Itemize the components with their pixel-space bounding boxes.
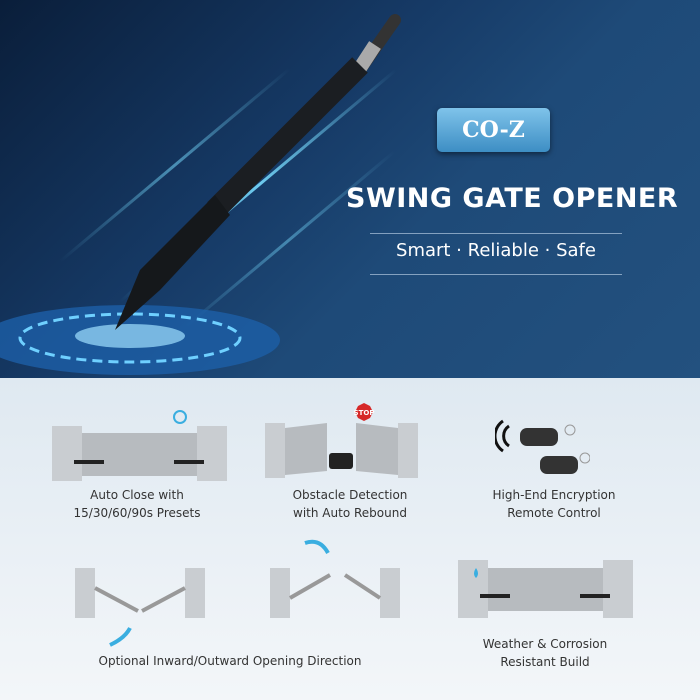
remote-icon <box>495 419 590 474</box>
swing-direction-icon <box>75 539 400 647</box>
stop-sign-text: STOP <box>354 409 375 417</box>
product-title: SWING GATE OPENER <box>346 183 679 214</box>
brand-logo: CO-Z <box>437 108 550 152</box>
product-actuator-image <box>0 14 401 375</box>
divider <box>370 274 622 275</box>
hero-banner: CO-Z SWING GATE OPENER Smart · Reliable … <box>0 0 700 378</box>
feature-opening-direction: Optional Inward/Outward Opening Directio… <box>98 654 362 668</box>
gate-timer-icon <box>52 410 227 481</box>
tagline: Smart · Reliable · Safe <box>396 240 596 261</box>
divider <box>370 233 622 234</box>
stop-car-icon: STOP <box>265 403 418 478</box>
weather-gate-icon <box>458 560 633 618</box>
